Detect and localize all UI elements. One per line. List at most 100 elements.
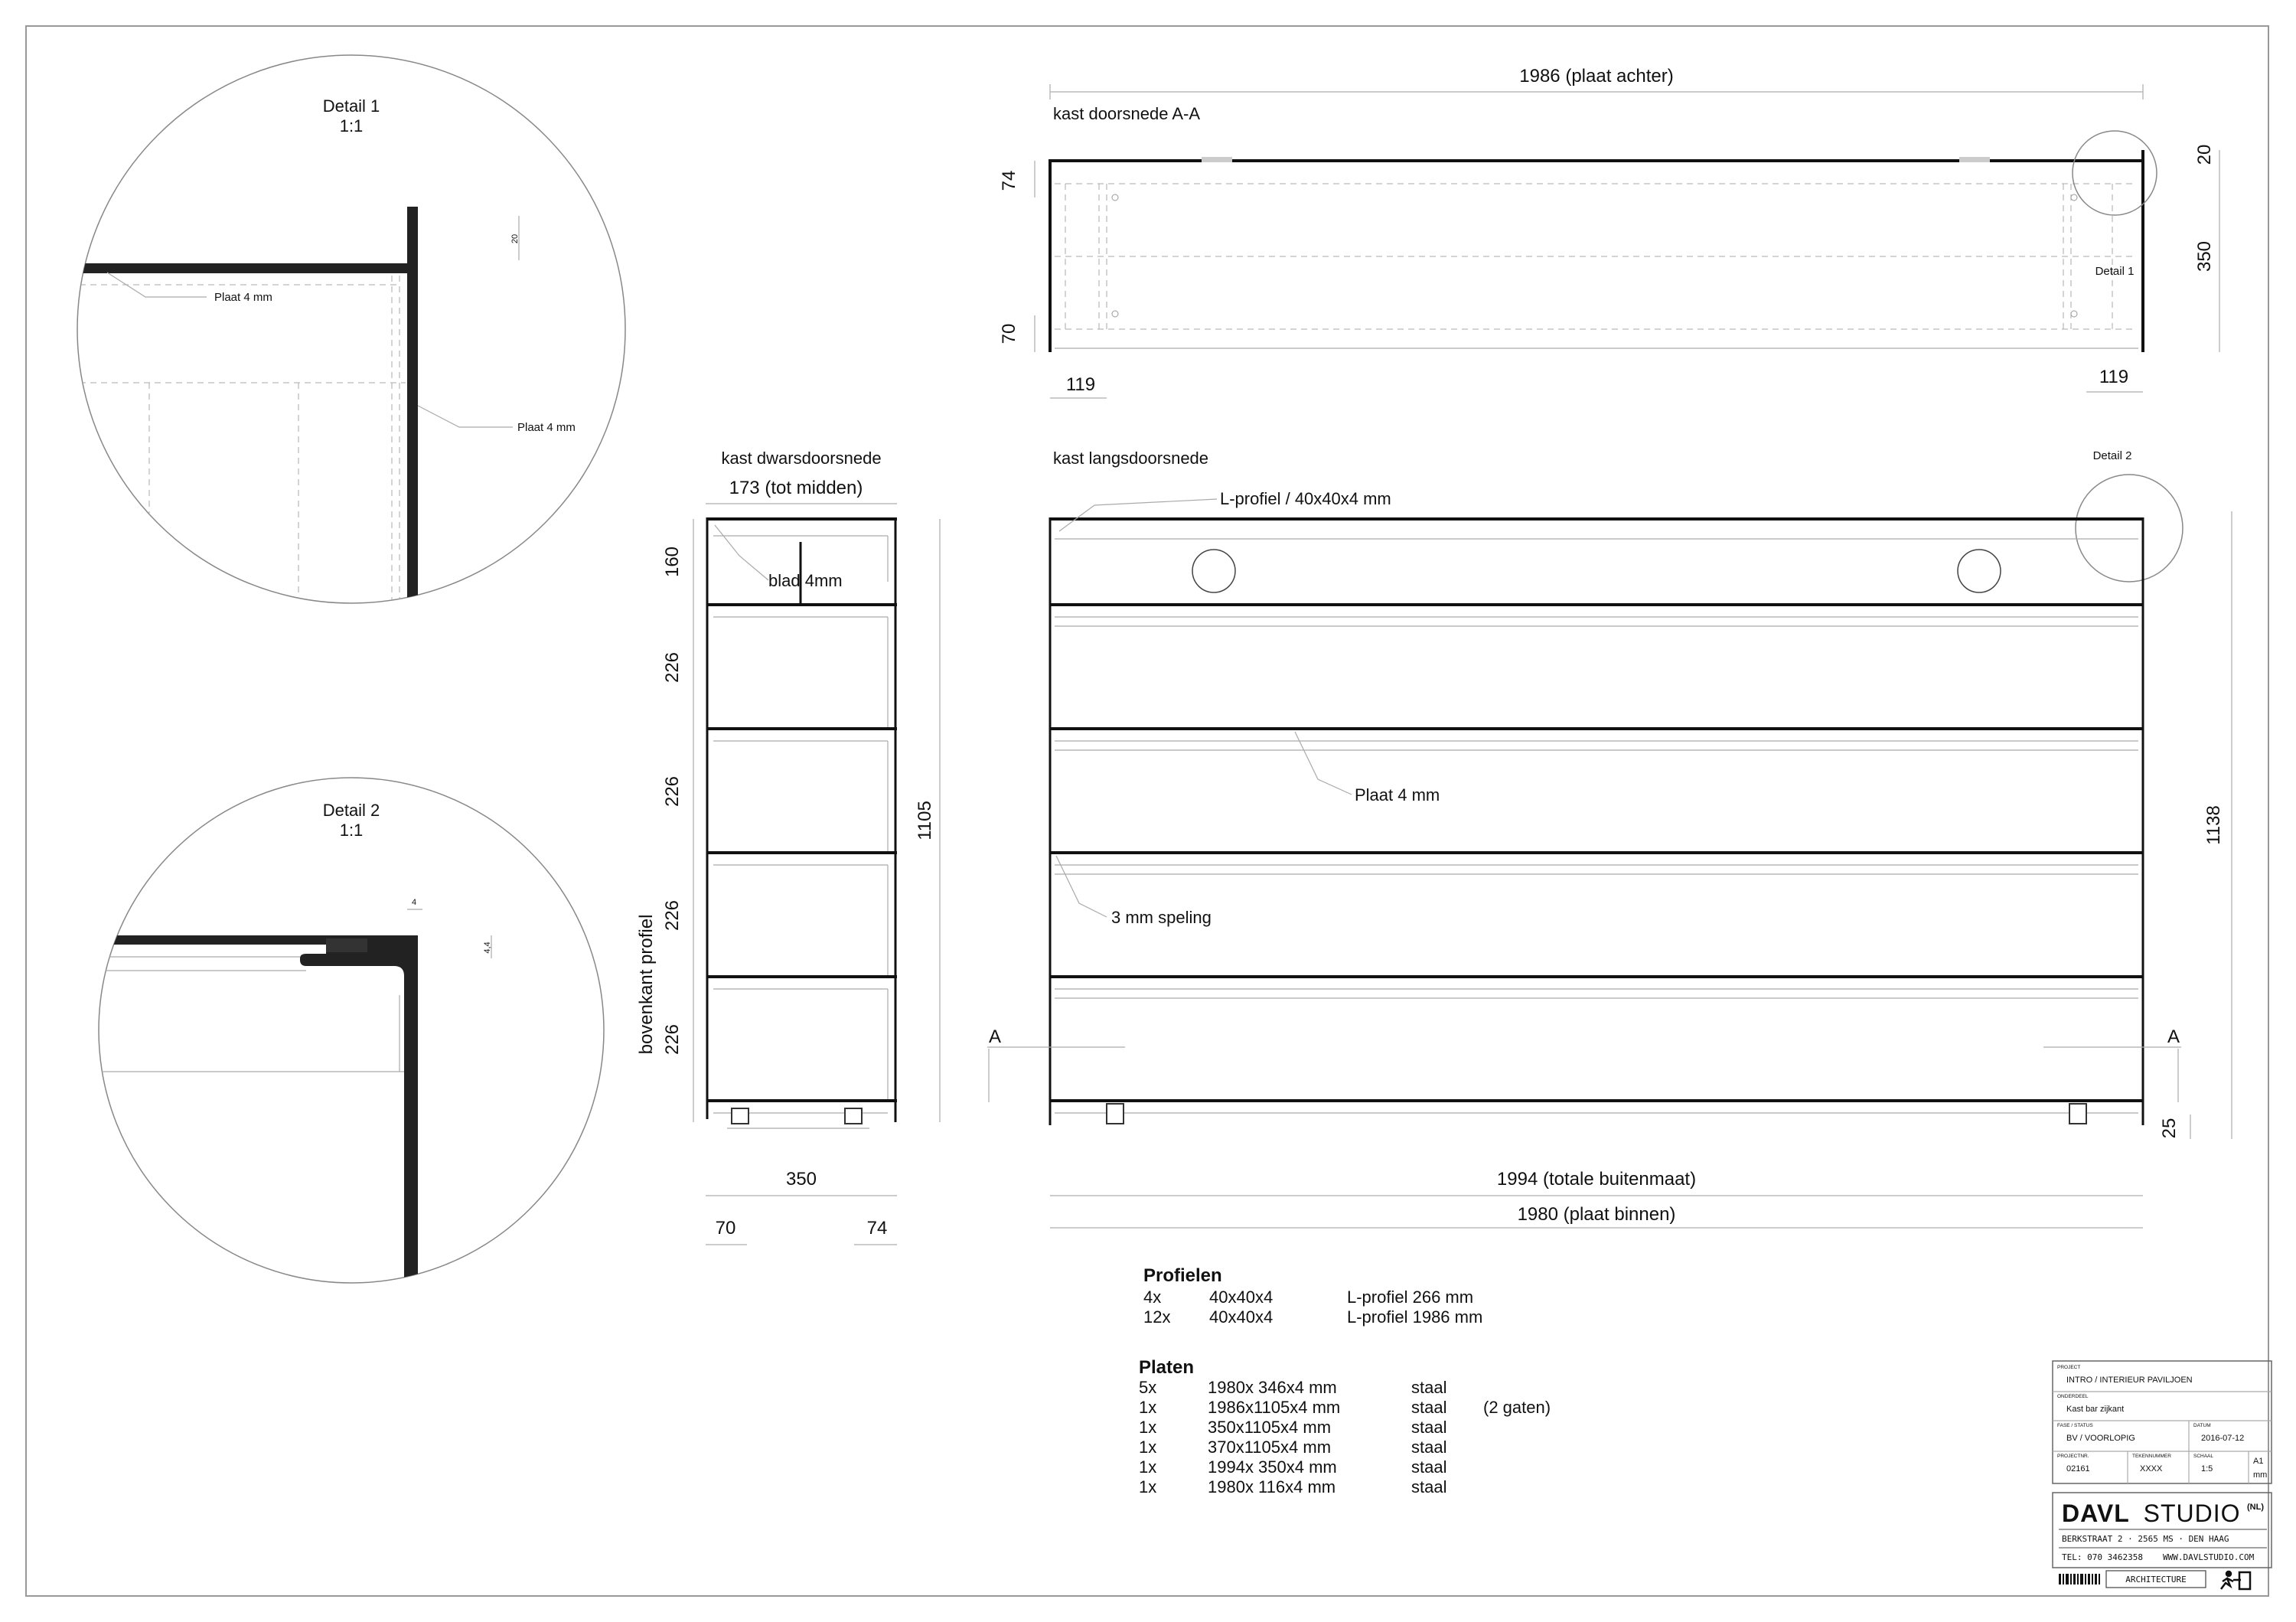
cross-top-dim: 173 (tot midden) [729,478,863,498]
detail-2-l-profile [300,945,418,1283]
cross-title: kast dwarsdoorsnede [721,449,881,468]
tb-brand-light: STUDIO [2144,1500,2241,1527]
cross-blad-label: blad 4mm [768,571,843,590]
longi-hole-right [1957,549,2001,593]
platen-row-1-qty: 5x [1139,1378,1156,1397]
detail-1-horizontal-plate [77,263,407,273]
tb-date: 2016-07-12 [2201,1434,2244,1443]
detail-2-spacer [326,938,367,952]
detail-1-label-plate-b: Plaat 4 mm [517,421,576,434]
tb-brand: DAVL STUDIO [2062,1500,2241,1527]
detail-2-dim-4: 4 [412,898,416,907]
profielen-row-2-size: 40x40x4 [1209,1307,1273,1327]
tb-address: BERKSTRAAT 2 · 2565 MS · DEN HAAG [2062,1534,2229,1544]
platen-row-2-mat: staal [1411,1398,1446,1417]
tb-brand-bold: DAVL [2062,1500,2130,1527]
platen-row-3-qty: 1x [1139,1418,1156,1437]
detail-2-dim-4-4: 4,4 [483,942,492,953]
cross-dim-226-a: 226 [662,652,683,683]
detail-1-title: Detail 1 [323,96,380,116]
platen-row-1-size: 1980x 346x4 mm [1208,1378,1337,1397]
platen-row-2-qty: 1x [1139,1398,1156,1417]
barcode-icon [2059,1574,2100,1584]
longi-detail-ref: Detail 2 [2093,449,2132,462]
longi-plate-label: Plaat 4 mm [1355,785,1440,804]
platen-rows: 5x 1980x 346x4 mm staal 1x 1986x1105x4 mm sta… [1139,1378,1551,1496]
section-aa-bottom-right: 119 [2099,367,2128,387]
platen-row-5-size: 1994x 350x4 mm [1208,1457,1337,1477]
cross-bottom-left: 70 [716,1218,736,1239]
longi-profile-label: L-profiel / 40x40x4 mm [1220,489,1391,508]
section-aa-right-top: 20 [2194,145,2215,165]
platen-row-6-qty: 1x [1139,1477,1156,1496]
tb-projnr: 02161 [2066,1464,2090,1474]
cross-dim-226-c: 226 [662,900,683,931]
section-aa-bottom-left: 119 [1066,374,1095,395]
longi-outer-dim: 1994 (totale buitenmaat) [1497,1169,1696,1190]
platen-row-4-qty: 1x [1139,1438,1156,1457]
section-aa-left-bottom: 70 [999,324,1019,344]
longi-inner-dim: 1980 (plaat binnen) [1518,1204,1676,1225]
longi-cut-right: A [2167,1026,2180,1047]
platen-row-5-qty: 1x [1139,1457,1156,1477]
tb-label-projnr: PROJECTNR. [2057,1454,2089,1459]
tb-label-phase: FASE / STATUS [2057,1423,2093,1428]
detail-2: Detail 2 1:1 4 4,4 [98,777,605,1284]
detail-1: Detail 1 1:1 20 Plaat 4 mm Plaat 4 mm [77,54,626,604]
platen-row-3-mat: staal [1411,1418,1446,1437]
detail-2-circle [98,777,605,1284]
platen-heading: Platen [1139,1357,1194,1378]
platen-row-5-mat: staal [1411,1457,1446,1477]
tb-label-drawing: TEKENNUMMER [2132,1454,2171,1459]
profielen-row-1-desc: L-profiel 266 mm [1347,1287,1473,1307]
tb-phase: BV / VOORLOPIG [2066,1434,2135,1443]
cross-section: kast dwarsdoorsnede 173 (tot midden) bla… [636,449,941,1245]
detail-2-top-plate [99,935,418,945]
tb-label-subject: ONDERDEEL [2057,1394,2089,1399]
cross-vertical-label: bovenkant profiel [636,915,657,1055]
detail-2-title: Detail 2 [323,801,380,820]
detail-1-label-plate-a: Plaat 4 mm [214,291,272,304]
platen-row-1-mat: staal [1411,1378,1446,1397]
longi-cut-left: A [989,1026,1001,1047]
cross-bottom-right: 74 [867,1218,888,1239]
tb-label-scale: SCHAAL [2193,1454,2213,1459]
parts-list: Profielen 4x 40x40x4 L-profiel 266 mm 12… [1139,1265,1551,1496]
platen-row-6-mat: staal [1411,1477,1446,1496]
detail-1-dim-20: 20 [510,234,520,243]
profielen-row-1-qty: 4x [1143,1287,1161,1307]
longi-title: kast langsdoorsnede [1053,449,1208,468]
tb-label-project: PROJECT [2057,1365,2080,1370]
tb-tel: TEL: 070 3462358 [2062,1552,2143,1562]
longi-foot: 25 [2159,1118,2180,1139]
cross-dim-160: 160 [662,547,683,577]
section-aa: 1986 (plaat achter) kast doorsnede A-A 7… [999,66,2220,399]
longi-hole-left [1192,549,1236,593]
section-aa-right-mid: 350 [2194,241,2215,272]
detail-1-scale: 1:1 [340,116,364,135]
platen-row-2-note: (2 gaten) [1483,1398,1551,1417]
detail-1-circle [77,54,626,604]
platen-row-3-size: 350x1105x4 mm [1208,1418,1331,1437]
cross-height: 1105 [915,801,935,840]
platen-row-4-mat: staal [1411,1438,1446,1457]
section-aa-left-top: 74 [999,171,1019,191]
profielen-row-2-desc: L-profiel 1986 mm [1347,1307,1482,1327]
tb-drawing: XXXX [2140,1464,2163,1474]
section-aa-top-dim: 1986 (plaat achter) [1519,66,1673,86]
exit-runner-icon [2220,1570,2252,1591]
tb-scale: 1:5 [2201,1464,2213,1474]
cross-dim-226-d: 226 [662,1024,683,1055]
longi-gap-label: 3 mm speling [1111,908,1212,927]
profielen-heading: Profielen [1143,1265,1222,1286]
profielen-row-1-size: 40x40x4 [1209,1287,1273,1307]
tb-unit: mm [2253,1470,2267,1480]
tb-web: WWW.DAVLSTUDIO.COM [2163,1552,2255,1562]
tb-subject: Kast bar zijkant [2066,1405,2124,1414]
platen-row-2-size: 1986x1105x4 mm [1208,1398,1340,1417]
longi-height: 1138 [2203,805,2224,845]
cross-width: 350 [786,1169,817,1190]
detail-1-vertical-plate [407,207,418,603]
section-aa-detail-ref: Detail 1 [2095,265,2135,278]
